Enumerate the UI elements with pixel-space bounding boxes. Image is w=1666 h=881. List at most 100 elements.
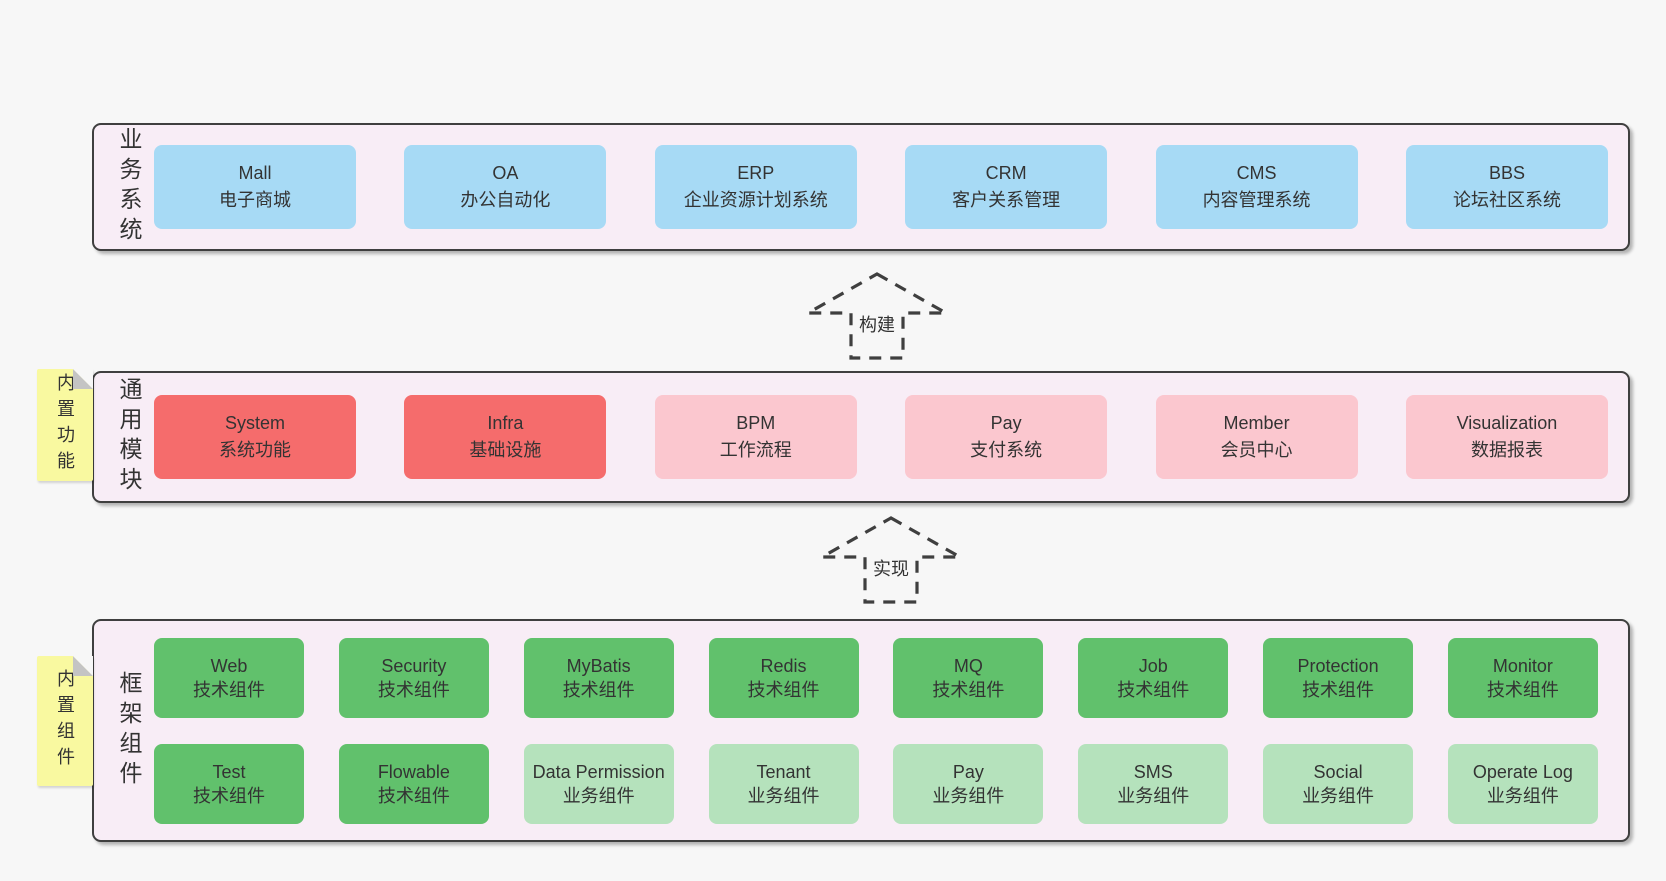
box-subtitle: 业务组件 bbox=[1117, 785, 1190, 806]
box-system: System 系统功能 bbox=[154, 395, 356, 479]
box-title: Mall bbox=[238, 163, 272, 183]
box-subtitle: 技术组件 bbox=[562, 679, 635, 700]
box-title: SMS bbox=[1133, 761, 1173, 782]
common-modules-band: 通用模块 System 系统功能 Infra 基础设施 BPM 工作流程 Pay… bbox=[92, 371, 1630, 503]
box-subtitle: 业务组件 bbox=[932, 785, 1005, 806]
box-subtitle: 电子商城 bbox=[219, 190, 291, 210]
box-infra: Infra 基础设施 bbox=[404, 395, 607, 479]
box-operate-log: Operate Log 业务组件 bbox=[1447, 743, 1598, 824]
note-label: 内置组件 bbox=[55, 669, 75, 773]
box-protection: Protection 技术组件 bbox=[1263, 637, 1414, 718]
box-subtitle: 业务组件 bbox=[1302, 785, 1375, 806]
up-arrow-dashed-icon bbox=[806, 272, 948, 360]
module-boxes: System 系统功能 Infra 基础设施 BPM 工作流程 Pay 支付系统… bbox=[154, 395, 1628, 479]
box-mq: MQ 技术组件 bbox=[893, 637, 1044, 718]
build-arrow: 构建 bbox=[806, 272, 948, 360]
box-security: Security 技术组件 bbox=[338, 637, 489, 718]
folded-corner-icon bbox=[73, 369, 93, 389]
box-subtitle: 内容管理系统 bbox=[1202, 190, 1311, 210]
box-subtitle: 技术组件 bbox=[1486, 679, 1559, 700]
box-title: Redis bbox=[760, 655, 807, 676]
box-subtitle: 业务组件 bbox=[747, 785, 820, 806]
box-data-permission: Data Permission 业务组件 bbox=[523, 743, 674, 824]
box-title: CMS bbox=[1236, 163, 1277, 183]
box-title: Flowable bbox=[377, 761, 450, 782]
box-web: Web 技术组件 bbox=[154, 637, 304, 718]
box-erp: ERP 企业资源计划系统 bbox=[654, 145, 857, 229]
box-title: System bbox=[224, 413, 285, 433]
box-subtitle: 系统功能 bbox=[219, 440, 291, 460]
box-title: Web bbox=[210, 655, 248, 676]
box-title: Pay bbox=[952, 761, 984, 782]
builtin-components-note: 内置组件 bbox=[37, 656, 93, 786]
box-oa: OA 办公自动化 bbox=[404, 145, 607, 229]
note-label: 内置功能 bbox=[55, 373, 75, 477]
box-title: Infra bbox=[487, 413, 524, 433]
component-row-1: Web 技术组件 Security 技术组件 MyBatis 技术组件 Redi… bbox=[154, 637, 1598, 718]
box-title: OA bbox=[492, 163, 519, 183]
arrow-label: 构建 bbox=[855, 310, 899, 338]
box-subtitle: 客户关系管理 bbox=[952, 190, 1061, 210]
business-boxes: Mall 电子商城 OA 办公自动化 ERP 企业资源计划系统 CRM 客户关系… bbox=[154, 145, 1628, 229]
box-job: Job 技术组件 bbox=[1078, 637, 1229, 718]
box-sms: SMS 业务组件 bbox=[1078, 743, 1229, 824]
box-title: BBS bbox=[1488, 163, 1525, 183]
box-title: Pay bbox=[990, 413, 1022, 433]
box-subtitle: 技术组件 bbox=[747, 679, 820, 700]
business-systems-band: 业务系统 Mall 电子商城 OA 办公自动化 ERP 企业资源计划系统 CRM… bbox=[92, 123, 1630, 251]
box-subtitle: 技术组件 bbox=[193, 785, 265, 806]
box-subtitle: 工作流程 bbox=[719, 440, 792, 460]
box-subtitle: 基础设施 bbox=[469, 440, 542, 460]
box-visualization: Visualization 数据报表 bbox=[1405, 395, 1608, 479]
box-cms: CMS 内容管理系统 bbox=[1155, 145, 1358, 229]
component-grid: Web 技术组件 Security 技术组件 MyBatis 技术组件 Redi… bbox=[154, 637, 1628, 824]
box-redis: Redis 技术组件 bbox=[708, 637, 859, 718]
box-title: Tenant bbox=[756, 761, 811, 782]
framework-components-band: 框架组件 Web 技术组件 Security 技术组件 MyBatis 技术组件… bbox=[92, 619, 1630, 842]
box-title: BPM bbox=[736, 413, 776, 433]
box-flowable: Flowable 技术组件 bbox=[338, 743, 489, 824]
box-mall: Mall 电子商城 bbox=[154, 145, 356, 229]
box-subtitle: 技术组件 bbox=[377, 785, 450, 806]
box-crm: CRM 客户关系管理 bbox=[905, 145, 1108, 229]
box-title: Visualization bbox=[1456, 413, 1558, 433]
implement-arrow: 实现 bbox=[820, 516, 962, 604]
box-subtitle: 技术组件 bbox=[1117, 679, 1190, 700]
box-bpm: BPM 工作流程 bbox=[654, 395, 857, 479]
box-title: ERP bbox=[737, 163, 775, 183]
box-member: Member 会员中心 bbox=[1155, 395, 1358, 479]
box-pay-biz: Pay 业务组件 bbox=[893, 743, 1044, 824]
box-title: Job bbox=[1138, 655, 1168, 676]
box-subtitle: 业务组件 bbox=[562, 785, 635, 806]
folded-corner-icon bbox=[73, 656, 93, 676]
box-bbs: BBS 论坛社区系统 bbox=[1405, 145, 1608, 229]
band-label-business: 业务系统 bbox=[116, 127, 142, 247]
box-subtitle: 会员中心 bbox=[1220, 440, 1293, 460]
box-pay: Pay 支付系统 bbox=[905, 395, 1108, 479]
box-subtitle: 论坛社区系统 bbox=[1452, 190, 1561, 210]
box-title: Member bbox=[1223, 413, 1290, 433]
box-monitor: Monitor 技术组件 bbox=[1447, 637, 1598, 718]
box-subtitle: 技术组件 bbox=[1302, 679, 1375, 700]
box-subtitle: 办公自动化 bbox=[460, 190, 551, 210]
band-label-modules: 通用模块 bbox=[116, 377, 142, 497]
box-subtitle: 技术组件 bbox=[377, 679, 450, 700]
box-mybatis: MyBatis 技术组件 bbox=[523, 637, 674, 718]
component-row-2: Test 技术组件 Flowable 技术组件 Data Permission … bbox=[154, 743, 1598, 824]
box-title: Protection bbox=[1297, 655, 1379, 676]
box-social: Social 业务组件 bbox=[1263, 743, 1414, 824]
box-subtitle: 企业资源计划系统 bbox=[683, 190, 828, 210]
box-test: Test 技术组件 bbox=[154, 743, 304, 824]
box-title: Monitor bbox=[1492, 655, 1553, 676]
box-title: MyBatis bbox=[566, 655, 631, 676]
box-title: Operate Log bbox=[1472, 761, 1573, 782]
box-subtitle: 技术组件 bbox=[932, 679, 1005, 700]
band-label-components: 框架组件 bbox=[116, 670, 142, 791]
builtin-features-note: 内置功能 bbox=[37, 369, 93, 481]
box-subtitle: 技术组件 bbox=[193, 679, 265, 700]
box-subtitle: 数据报表 bbox=[1470, 440, 1543, 460]
box-subtitle: 支付系统 bbox=[970, 440, 1043, 460]
box-title: Security bbox=[381, 655, 447, 676]
box-subtitle: 业务组件 bbox=[1486, 785, 1559, 806]
